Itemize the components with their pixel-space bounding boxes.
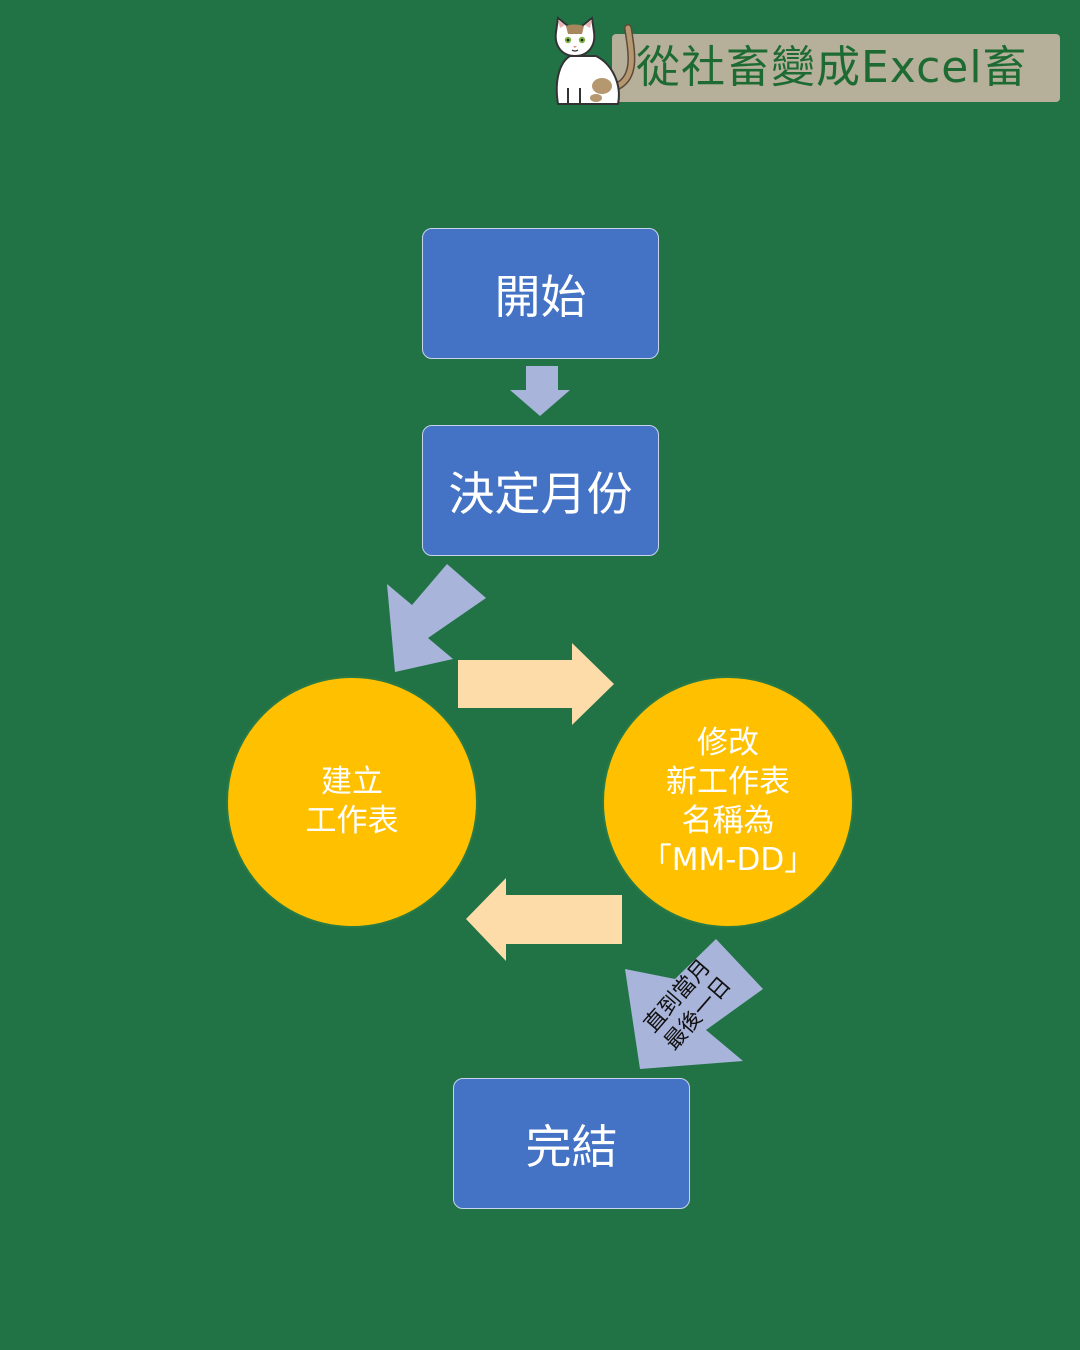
node-create-sheet: 建立 工作表	[226, 676, 478, 928]
node-decide-month: 決定月份	[422, 425, 659, 556]
node-rename-sheet-line-3: 名稱為	[681, 803, 775, 839]
arrow-rename-to-end	[625, 939, 763, 1069]
node-create-sheet-line-1: 建立	[321, 764, 383, 800]
arrow-start-to-decide	[510, 366, 570, 416]
cat-mascot-icon	[554, 16, 636, 105]
brand-title: 從社畜變成Excel畜	[636, 42, 1028, 93]
node-rename-sheet-line-2: 新工作表	[665, 764, 790, 800]
arrow-decide-to-create	[387, 564, 486, 672]
brand-banner	[612, 34, 1060, 102]
arrow-rename-to-create	[466, 878, 622, 961]
brand-tag: 從社畜變成Excel畜	[552, 14, 1062, 106]
node-start: 開始	[422, 228, 659, 359]
arrow-create-to-rename	[458, 643, 614, 725]
node-rename-sheet-line-1: 修改	[696, 725, 759, 761]
node-rename-sheet-line-4: 「MM-DD」	[640, 842, 816, 878]
node-create-sheet-line-2: 工作表	[305, 803, 399, 839]
node-end: 完結	[453, 1078, 690, 1209]
node-rename-sheet: 修改 新工作表 名稱為 「MM-DD」	[602, 676, 854, 928]
